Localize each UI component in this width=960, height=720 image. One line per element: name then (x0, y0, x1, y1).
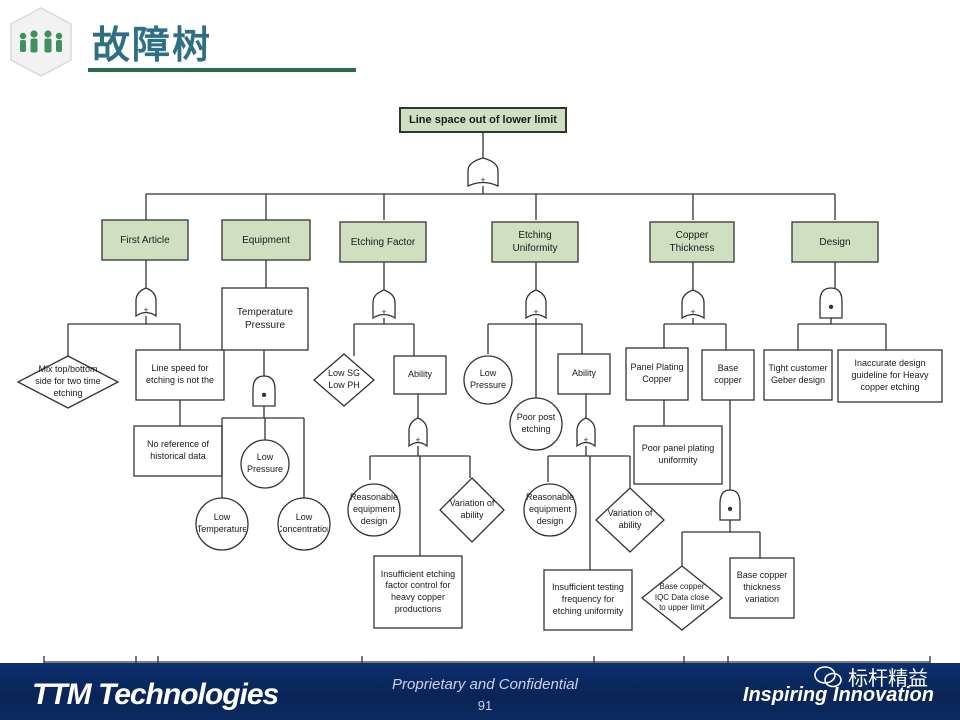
node-poor-post (509, 397, 563, 451)
node-label-base-copper: Base copper (714, 363, 742, 385)
node-label-tight-customer: Tight customer Geber design (768, 363, 828, 385)
node-label-low-concentration: Low Concentration (280, 512, 328, 534)
or-gate (467, 157, 499, 188)
node-reasonable-eu (523, 483, 577, 537)
node-first-article (101, 219, 189, 261)
or-gate-symbol: + (583, 435, 588, 445)
or-gate-symbol: + (381, 307, 386, 317)
node-label-variation-ef: Variation of ability (449, 498, 495, 520)
node-variation-eu (595, 487, 665, 553)
node-mix (16, 355, 120, 409)
node-label-design: Design (819, 236, 851, 248)
node-label-base-thickness: Base copper thickness variation (736, 570, 788, 604)
footer-logo: TTM Technologies (32, 678, 279, 711)
node-label-poor-panel: Poor panel plating uniformity (641, 443, 715, 465)
node-label-etching-factor: Etching Factor (350, 236, 416, 248)
node-low-pressure-eu (463, 355, 513, 405)
and-gate-symbol: • (727, 501, 733, 518)
node-copper-thickness (649, 221, 735, 263)
or-gate (372, 289, 396, 320)
footer-confidential: Proprietary and Confidential (392, 676, 578, 693)
node-label-low-sg: Low SG Low PH (327, 368, 360, 390)
or-gate-symbol: + (533, 307, 538, 317)
node-label-low-pressure-eu: Low Pressure (469, 368, 506, 390)
watermark: 标杆精益 (814, 662, 928, 691)
node-label-temp-pressure: Temperature Pressure (236, 307, 294, 331)
node-no-reference (133, 425, 223, 477)
or-gate-symbol: + (415, 435, 420, 445)
and-gate-symbol: • (261, 387, 267, 404)
wechat-icon (814, 665, 842, 687)
node-insufficient-eu (543, 569, 633, 631)
node-equipment (221, 219, 311, 261)
node-top (399, 107, 567, 133)
node-base-copper (701, 349, 755, 401)
and-gate (819, 287, 843, 319)
node-temp-pressure (221, 287, 309, 351)
node-variation-ef (439, 477, 505, 543)
node-label-poor-post: Poor post etching (516, 412, 556, 434)
node-label-first-article: First Article (120, 234, 170, 246)
node-label-top: Line space out of lower limit (409, 113, 557, 126)
team-icon (10, 7, 72, 77)
node-label-ability-eu: Ability (571, 368, 596, 379)
node-label-ability-ef: Ability (407, 369, 432, 380)
and-gate (719, 489, 741, 521)
node-label-line-speed: Line speed for etching is not the (145, 363, 215, 385)
fault-tree-diagram: + + • + + + + + • • (16, 107, 943, 663)
or-gate (135, 287, 157, 318)
node-etching-factor (339, 221, 427, 263)
node-inaccurate (837, 349, 943, 403)
node-label-panel-plating: Panel Plating Copper (630, 362, 684, 384)
node-etching-uniformity (491, 221, 579, 263)
node-design (791, 221, 879, 263)
node-low-pressure-eq (240, 439, 290, 489)
node-tight-customer (763, 349, 833, 401)
node-label-low-temperature: Low Temperature (198, 512, 246, 534)
node-low-sg (313, 353, 375, 407)
node-label-insufficient-eu: Insufficient testing frequency for etchi… (552, 582, 624, 616)
node-label-equipment: Equipment (242, 234, 290, 246)
and-gate-symbol: • (828, 299, 834, 316)
node-base-thickness (729, 557, 795, 619)
or-gate (408, 417, 428, 448)
or-gate (576, 417, 596, 448)
watermark-text: 标杆精益 (848, 666, 928, 690)
or-gate-symbol: + (690, 307, 695, 317)
node-reasonable-ef (347, 483, 401, 537)
node-label-mix: Mix top/bottom side for two time etching (35, 364, 101, 398)
footer-bar (0, 663, 960, 720)
or-gate (681, 289, 705, 320)
node-label-reasonable-eu: Reasonable equipment design (526, 492, 574, 526)
or-gate (525, 289, 547, 320)
node-label-low-pressure-eq: Low Pressure (246, 452, 283, 474)
node-poor-panel (633, 425, 723, 485)
node-line-speed (135, 349, 225, 401)
or-gate-symbol: + (480, 175, 485, 185)
node-low-temperature (195, 497, 249, 551)
title-underline (88, 68, 356, 72)
page-number: 91 (477, 698, 493, 713)
node-iqc (640, 565, 724, 631)
node-label-reasonable-ef: Reasonable equipment design (350, 492, 398, 526)
page-title: 故障树 (92, 23, 213, 67)
node-low-concentration (277, 497, 331, 551)
or-gate-symbol: + (143, 305, 148, 315)
and-gate (252, 375, 276, 407)
node-label-iqc: Base copper IQC Data close to upper limi… (654, 582, 710, 613)
node-ability-eu (557, 353, 611, 395)
node-label-no-reference: No reference of historical data (146, 439, 210, 461)
node-label-etching-uniformity: Etching Uniformity (512, 230, 558, 254)
node-panel-plating (625, 347, 689, 401)
node-ability-ef (393, 355, 447, 395)
footer-tagline: Inspiring Innovation (742, 684, 934, 706)
node-label-inaccurate: Inaccurate design guideline for Heavy co… (851, 358, 929, 392)
node-insufficient-ef (373, 555, 463, 629)
node-label-copper-thickness: Copper Thickness (669, 230, 715, 254)
node-label-variation-eu: Variation of ability (607, 508, 653, 530)
node-label-insufficient-ef: Insufficient etching factor control for … (380, 568, 456, 614)
